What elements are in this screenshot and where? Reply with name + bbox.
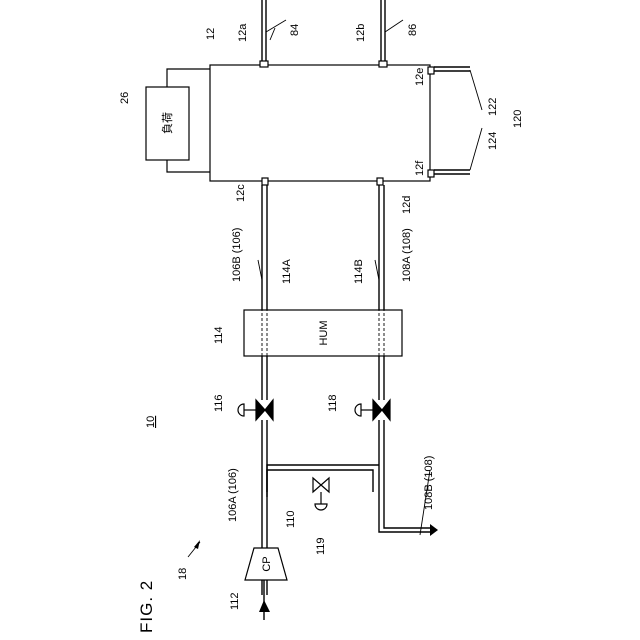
port-12a: [260, 61, 268, 67]
valve-118-actuator: [355, 404, 361, 416]
line-108A-label: 108A (108): [401, 228, 413, 282]
line-86-label: 86: [407, 24, 419, 36]
line-124-label: 124: [487, 132, 499, 150]
compressor-label: CP: [261, 556, 273, 571]
load-ref: 26: [119, 92, 131, 104]
port-12d-label: 12d: [401, 196, 413, 214]
line-106A-label: 106A (106): [227, 468, 239, 522]
port-12c: [262, 178, 268, 185]
system-group-ref: 18: [177, 568, 189, 580]
line-84-label: 84: [289, 24, 301, 36]
leader-124: [470, 128, 482, 170]
line-110-label: 110: [285, 510, 297, 528]
valve-116-label: 116: [213, 394, 225, 412]
leader-86: [385, 20, 403, 32]
inlet-arrow: [259, 600, 270, 612]
port-12b-label: 12b: [355, 24, 367, 42]
stack-ref: 12: [205, 28, 217, 40]
port-12f: [428, 170, 434, 177]
bypass-110-a: [267, 465, 379, 492]
valve-119-body-b: [321, 478, 329, 492]
pipe-108B-bend-b: [384, 525, 430, 528]
port-12d: [377, 178, 383, 185]
valve-119-body-a: [313, 478, 321, 492]
port-12f-label: 12f: [414, 160, 426, 176]
fuel-cell-stack-box: [210, 65, 430, 181]
compressor-ref: 112: [229, 592, 241, 610]
load-wire-top: [167, 69, 210, 87]
system-ref: 10: [145, 416, 157, 428]
valve-118-body-a: [373, 400, 382, 420]
line-122-label: 122: [487, 98, 499, 116]
humidifier-ref: 114: [213, 326, 225, 344]
load-wire-bottom: [167, 160, 210, 172]
valve-116-body-b: [265, 400, 273, 420]
port-12e: [428, 67, 434, 74]
leader-122: [470, 70, 482, 110]
leader-18-arrow: [194, 540, 200, 549]
port-12a-label: 12a: [237, 23, 249, 42]
valve-119-label: 119: [315, 537, 327, 555]
line-106B-label: 106B (106): [231, 228, 243, 282]
valve-119-actuator: [315, 504, 327, 510]
figure-title: FIG. 2: [137, 580, 156, 633]
port-12b: [379, 61, 387, 67]
leader-12a: [270, 28, 275, 40]
valve-116-actuator: [238, 404, 244, 416]
line-114B-label: 114B: [353, 259, 365, 284]
line-114A-label: 114A: [281, 258, 293, 284]
humidifier-label: HUM: [318, 320, 330, 345]
exhaust-arrow: [430, 524, 438, 536]
valve-116-body-a: [256, 400, 265, 420]
valve-118-body-b: [382, 400, 390, 420]
port-12e-label: 12e: [414, 68, 426, 86]
line-120-label: 120: [512, 110, 524, 128]
port-12c-label: 12c: [235, 184, 247, 202]
valve-118-label: 118: [327, 394, 339, 412]
line-108B-label: 108B (108): [423, 456, 435, 510]
leader-84: [266, 20, 286, 32]
load-label: 負荷: [161, 112, 174, 134]
